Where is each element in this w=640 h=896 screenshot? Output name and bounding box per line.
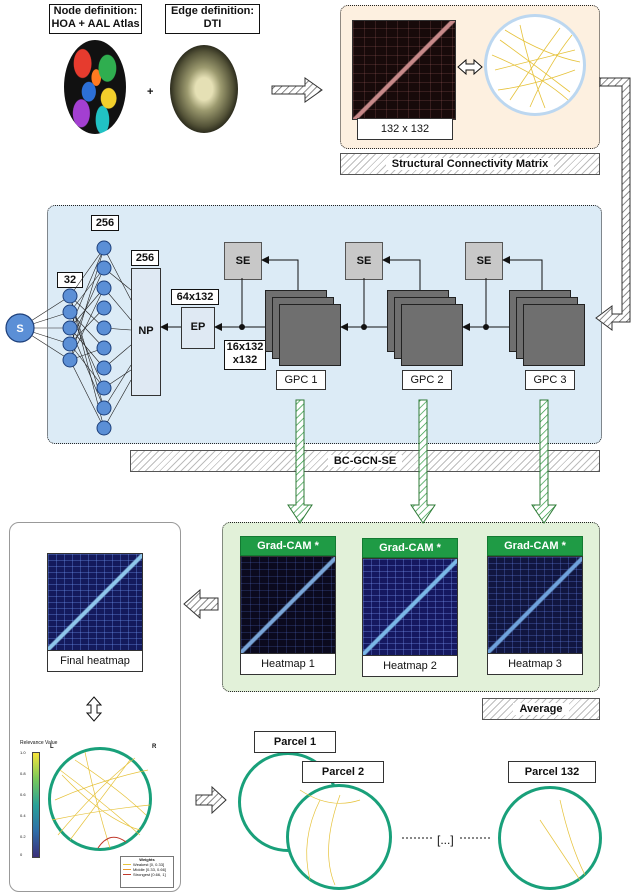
heatmap-3-label: Heatmap 3 bbox=[487, 653, 583, 675]
weights-legend: Weights Weakest [0, 0.33] Middle [0.33, … bbox=[120, 856, 174, 888]
atlas-brain-image bbox=[64, 40, 126, 134]
edge-definition-label: Edge definition: DTI bbox=[165, 4, 260, 34]
parcel-132-chord bbox=[498, 786, 602, 890]
gpc2-to-se2-line bbox=[382, 256, 421, 290]
side-left-label: L bbox=[50, 744, 54, 750]
gpc1-label: GPC 1 bbox=[276, 370, 326, 390]
structural-chords bbox=[491, 24, 581, 109]
colorbar-ticks: 1.0 0.8 0.6 0.4 0.2 0 bbox=[20, 750, 26, 857]
np-label: NP bbox=[138, 325, 154, 337]
gradcam-header-1: Grad-CAM * bbox=[240, 536, 336, 556]
network-nodes bbox=[62, 240, 112, 436]
structural-matrix bbox=[352, 20, 456, 120]
s-node-label: S bbox=[16, 323, 23, 335]
final-chord-diagram bbox=[48, 747, 152, 851]
relevance-colorbar bbox=[32, 752, 40, 858]
side-right-label: R bbox=[152, 744, 157, 750]
weights-legend-title: Weights bbox=[139, 857, 155, 862]
layer-size-256-hidden: 256 bbox=[91, 215, 119, 231]
parcel-132-label: Parcel 132 bbox=[508, 761, 596, 783]
final-heatmap-texture bbox=[48, 554, 142, 651]
input-to-structural-arrow bbox=[271, 77, 323, 103]
gpc3-plate-front bbox=[523, 304, 585, 366]
gradcam-header-2: Grad-CAM * bbox=[362, 538, 458, 558]
dti-brain-image bbox=[170, 45, 238, 133]
node-definition-label: Node definition: HOA + AAL Atlas bbox=[49, 4, 142, 34]
gpc1-to-gradcam-arrow bbox=[287, 399, 313, 524]
ep-dim-label: 64x132 bbox=[171, 289, 219, 305]
final-heatmap-label: Final heatmap bbox=[47, 650, 143, 672]
legend-swatch-strongest bbox=[123, 874, 131, 875]
network-edges bbox=[19, 247, 132, 429]
legend-weakest: Weakest [0, 0.33] bbox=[121, 862, 173, 867]
layer-size-256-np: 256 bbox=[131, 250, 159, 266]
legend-swatch-middle bbox=[123, 869, 131, 870]
ep-input-dim-label: 16x132 x132 bbox=[224, 340, 266, 370]
heatmap-3-texture bbox=[488, 557, 582, 654]
plus-sign: + bbox=[147, 86, 154, 98]
s-node bbox=[5, 313, 35, 343]
colorbar-title: Relevance Value bbox=[20, 740, 58, 746]
heatmap-3-image bbox=[487, 556, 583, 655]
gpc2-plate-front bbox=[401, 304, 463, 366]
heatmap-1-label: Heatmap 1 bbox=[240, 653, 336, 675]
heatmap-2-texture bbox=[363, 559, 457, 656]
final-heatmap-image bbox=[47, 553, 143, 652]
structural-connectivity-banner: Structural Connectivity Matrix bbox=[340, 153, 600, 175]
gpc3-to-se3-line bbox=[502, 256, 543, 290]
parcel-chords bbox=[299, 789, 586, 886]
gpc2-label: GPC 2 bbox=[402, 370, 452, 390]
heatmap-2-label: Heatmap 2 bbox=[362, 655, 458, 677]
parcel-2-label: Parcel 2 bbox=[302, 761, 384, 783]
structural-chord-diagram bbox=[484, 14, 586, 116]
matrix-size-label: 132 x 132 bbox=[357, 118, 453, 140]
gpc3-to-gradcam-arrow bbox=[531, 399, 557, 524]
final-strong-chord bbox=[97, 836, 127, 849]
matrix-chord-bidirectional-arrow bbox=[457, 58, 483, 76]
parcel-2-chord bbox=[286, 784, 392, 890]
heatmap-2-image bbox=[362, 558, 458, 657]
heatmap-1-image bbox=[240, 556, 336, 655]
structural-to-model-arrow bbox=[595, 77, 631, 331]
gradcam-header-3: Grad-CAM * bbox=[487, 536, 583, 556]
average-banner: Average bbox=[482, 698, 600, 720]
gpc3-label: GPC 3 bbox=[525, 370, 575, 390]
parcel-1-label: Parcel 1 bbox=[254, 731, 336, 753]
parcels-ellipsis: [...] bbox=[437, 833, 454, 847]
legend-swatch-weakest bbox=[123, 864, 131, 865]
gpc1-to-se1-line bbox=[261, 256, 299, 290]
final-to-parcels-arrow bbox=[195, 785, 227, 815]
model-banner: BC-GCN-SE bbox=[130, 450, 600, 472]
average-to-final-arrow bbox=[183, 588, 219, 620]
se-block-2: SE bbox=[345, 242, 383, 280]
layer-size-32: 32 bbox=[57, 272, 83, 288]
np-block bbox=[131, 268, 161, 396]
legend-strongest: Strongest [0.66, 1] bbox=[121, 872, 173, 877]
se-block-3: SE bbox=[465, 242, 503, 280]
heatmap-1-texture bbox=[241, 557, 335, 654]
ep-label: EP bbox=[190, 321, 206, 333]
gpc2-to-gradcam-arrow bbox=[410, 399, 436, 524]
gpc1-plate-front bbox=[279, 304, 341, 366]
final-heatmap-chord-bidirectional-arrow bbox=[85, 696, 103, 722]
legend-middle: Middle [0.33, 0.66] bbox=[121, 867, 173, 872]
structural-matrix-texture bbox=[353, 21, 455, 119]
final-chords bbox=[51, 751, 151, 849]
